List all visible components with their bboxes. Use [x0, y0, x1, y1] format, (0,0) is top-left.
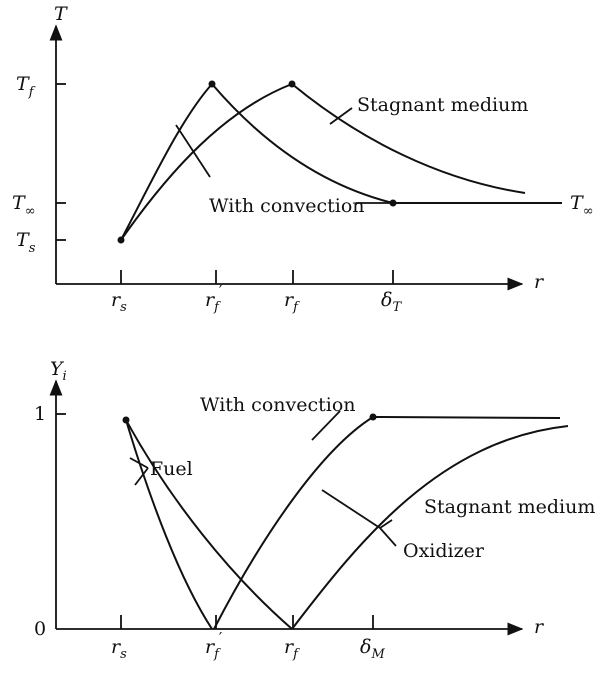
- bottom-label-oxidizer: Oxidizer: [403, 540, 485, 562]
- bottom-xlabel-rfprime: rf′: [205, 629, 223, 662]
- top-convection-rise-curve: [120, 83, 213, 241]
- mass-fraction-panel: Yi r 1 0 rs rf′ rf δM With convection Fu…: [34, 358, 595, 662]
- bottom-leader-oxidizer-upper: [321, 489, 381, 529]
- top-convection-decay-curve: [211, 83, 394, 204]
- bottom-fuel-convection-curve: [125, 419, 213, 630]
- bottom-ylabel-one: 1: [34, 403, 46, 425]
- top-stagnant-rise-curve: [120, 83, 293, 241]
- top-label-convection: With convection: [209, 195, 365, 217]
- top-point-peak-convection: [208, 80, 216, 88]
- top-xlabel-deltaT: δT: [381, 289, 402, 315]
- top-x-axis-label: r: [534, 271, 545, 293]
- top-label-stagnant: Stagnant medium: [357, 94, 528, 116]
- bottom-label-fuel: Fuel: [150, 458, 193, 480]
- bottom-oxidizer-convection-curve: [213, 416, 374, 630]
- top-leader-stagnant: [329, 107, 353, 125]
- bottom-xlabel-deltaM: δM: [360, 636, 385, 662]
- bottom-fuel-stagnant-curve: [125, 419, 293, 630]
- top-y-axis-label: T: [54, 3, 68, 25]
- bottom-y-axis-label: Yi: [50, 358, 67, 384]
- top-xlabel-rs: rs: [111, 289, 127, 315]
- bottom-label-convection: With convection: [200, 394, 356, 416]
- bottom-oxidizer-stagnant-curve: [291, 425, 569, 630]
- top-point-peak-stagnant: [288, 80, 296, 88]
- top-label-T-inf-right: T∞: [570, 192, 594, 219]
- top-leader-convection: [175, 124, 211, 178]
- temperature-panel: T r Tf T∞ Ts rs rf′ rf δT Stagn: [12, 3, 594, 315]
- bottom-point-fuel-surface: [122, 416, 130, 424]
- bottom-leader-convection: [311, 410, 341, 441]
- bottom-ylabel-zero: 0: [34, 618, 46, 640]
- label-T-s: Ts: [16, 229, 36, 256]
- bottom-xlabel-rf: rf: [284, 636, 300, 662]
- label-T-inf: T∞: [12, 192, 36, 219]
- top-point-ts: [117, 236, 125, 244]
- bottom-leader-fuel-upper: [129, 457, 149, 469]
- top-xlabel-rf: rf: [284, 289, 300, 315]
- bottom-leader-fuel-lower: [134, 467, 149, 486]
- bottom-leader-oxidizer-right: [379, 519, 393, 529]
- top-stagnant-decay-curve: [291, 83, 526, 194]
- bottom-oxidizer-convection-plateau: [372, 416, 561, 419]
- label-T-f: Tf: [16, 73, 36, 100]
- bottom-leader-oxidizer-lower: [379, 527, 397, 547]
- bottom-x-axis-label: r: [534, 616, 545, 638]
- bottom-label-stagnant: Stagnant medium: [424, 496, 595, 518]
- bottom-point-deltaM: [369, 413, 377, 421]
- bottom-xlabel-rs: rs: [111, 636, 127, 662]
- top-xlabel-rfprime: rf′: [205, 282, 223, 315]
